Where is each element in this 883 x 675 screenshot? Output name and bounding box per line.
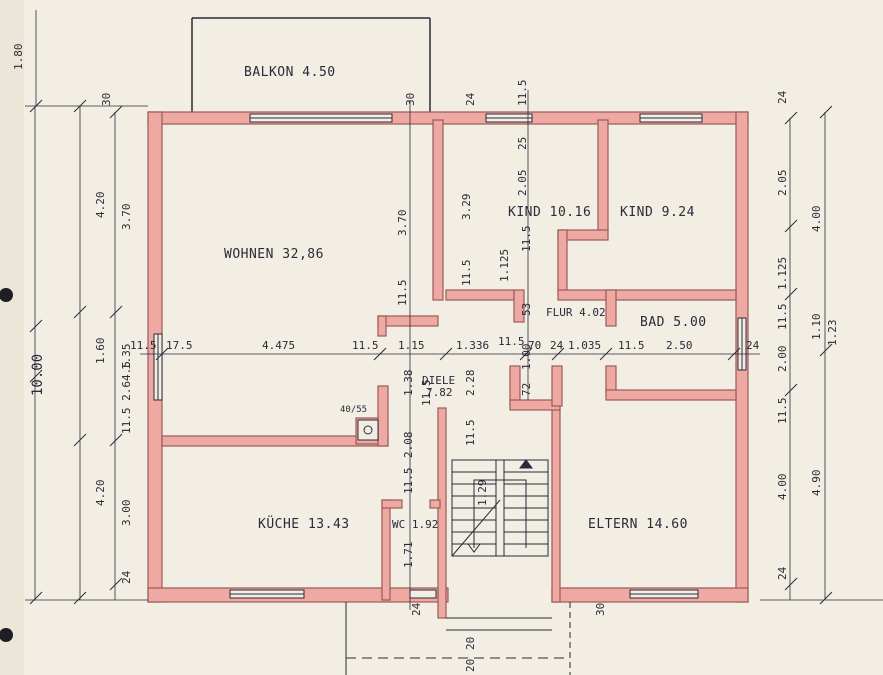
room-label-kind-1: KIND 10.16 (508, 205, 591, 220)
dim-top-24: 24 (464, 92, 477, 106)
dim-v-3-70: 3.70 (396, 210, 409, 237)
dim-r-1-23: 1.23 (826, 320, 839, 347)
dim-h-1-035: 1.035 (568, 339, 601, 352)
dimension-lines (25, 10, 883, 610)
dim-11-5-2-64-5: 11.5 2.64.5 (120, 361, 133, 434)
dim-r-4-00-top: 4.00 (810, 206, 823, 233)
room-label-flur: FLUR 4.02 (546, 306, 606, 319)
dim-v-11-5-b: 11.5 (520, 226, 533, 253)
room-label-diele: DIELE (422, 374, 455, 387)
dim-h-70: 70 (528, 339, 541, 352)
dim-b-24: 24 (410, 602, 423, 616)
dim-r-1-125: 1.125 (776, 257, 789, 290)
dim-r-11-5-a: 11.5 (776, 304, 789, 331)
dim-h-24: 24 (550, 339, 564, 352)
dim-total-10-00: 10.00 (30, 354, 46, 396)
dim-h-11-5-b: 11.5 (352, 339, 379, 352)
dim-30-left: 30 (100, 93, 113, 106)
dim-v-11-5-d: 11.5 (402, 468, 415, 495)
dim-v-1-29: 1.29 (476, 480, 489, 507)
dim-r-4-90: 4.90 (810, 470, 823, 497)
binder-hole-bottom (0, 628, 13, 642)
room-label-kueche: KÜCHE 13.43 (258, 515, 350, 532)
dim-v-72: 72 (520, 383, 533, 396)
dim-top-11-5: 11.5 (516, 80, 529, 107)
dim-b-30: 30 (594, 603, 607, 616)
paper-margin (0, 0, 24, 675)
room-label-eltern: ELTERN 14.60 (588, 517, 688, 532)
dim-h-11-5-e: 11.5 (618, 339, 645, 352)
dim-h-24-right: 24 (746, 339, 760, 352)
dimension-ticks (29, 99, 833, 605)
dim-r-4-00-bottom: 4.00 (776, 474, 789, 501)
dim-v-1-125: 1.125 (498, 249, 511, 282)
dim-v-25: 25 (516, 137, 529, 150)
dim-v-2-28: 2.28 (464, 370, 477, 397)
dim-h-11-5-d: 11.5 (498, 335, 525, 348)
room-label-bad: BAD 5.00 (640, 315, 707, 330)
chimney (357, 419, 379, 441)
dim-r-24-bottom: 24 (776, 566, 789, 580)
dim-r-2-05: 2.05 (776, 170, 789, 197)
dim-v-11-5-e: 11.5 (420, 380, 433, 407)
dim-top-1-80: 1.80 (12, 44, 25, 71)
room-label-kind-2: KIND 9.24 (620, 205, 695, 220)
chimney-size-label: 40/55 (340, 405, 367, 415)
dim-h-1-15: 1.15 (398, 339, 425, 352)
room-area-diele: 7.82 (426, 386, 453, 399)
dim-4-20-bottom: 4.20 (94, 480, 107, 507)
binder-hole-top (0, 288, 13, 302)
entrance (345, 602, 571, 675)
dim-v-53: 53 (520, 303, 533, 316)
dim-v-1-00: 1.00 (520, 344, 533, 371)
dim-h-17-5: 17.5 (166, 339, 193, 352)
dim-v-1-71: 1.71 (402, 542, 415, 569)
staircase (451, 459, 549, 557)
dim-4-20-top: 4.20 (94, 192, 107, 219)
dim-24-left: 24 (120, 570, 133, 584)
dim-r-11-5-b: 11.5 (776, 398, 789, 425)
dim-3-70-left: 3.70 (120, 204, 133, 231)
dim-v-1-38: 1.38 (402, 370, 415, 397)
dim-1-35: 1.35 (120, 344, 133, 371)
room-label-wohnen: WOHNEN 32,86 (224, 247, 324, 262)
dim-b-20-b: 20 (464, 659, 477, 672)
dim-v-11-5-c: 11.5 (464, 420, 477, 447)
dim-r-24: 24 (776, 90, 789, 104)
chimney-flue (363, 425, 373, 435)
dim-3-00: 3.00 (120, 500, 133, 527)
dim-v-3-29: 3.29 (460, 194, 473, 221)
balcony (191, 17, 431, 118)
dim-v-11-5-kind: 11.5 (460, 260, 473, 287)
dim-top-30: 30 (404, 93, 417, 106)
dim-r-2-00: 2.00 (776, 346, 789, 373)
dim-h-11-5-a: 11.5 (130, 339, 157, 352)
dim-v-2-08: 2.08 (402, 432, 415, 459)
room-label-balkon: BALKON 4.50 (244, 65, 336, 80)
dim-h-2-50: 2.50 (666, 339, 693, 352)
dim-h-4-475: 4.475 (262, 339, 295, 352)
dim-v-11-5: 11.5 (396, 280, 409, 307)
dim-b-20-a: 20 (464, 637, 477, 650)
dim-r-1-10: 1.10 (810, 314, 823, 341)
dim-h-1-336: 1.336 (456, 339, 489, 352)
dim-1-60: 1.60 (94, 338, 107, 365)
room-label-wc: WC 1.92 (392, 518, 438, 531)
dim-v-2-05: 2.05 (516, 170, 529, 197)
windows (153, 113, 747, 599)
